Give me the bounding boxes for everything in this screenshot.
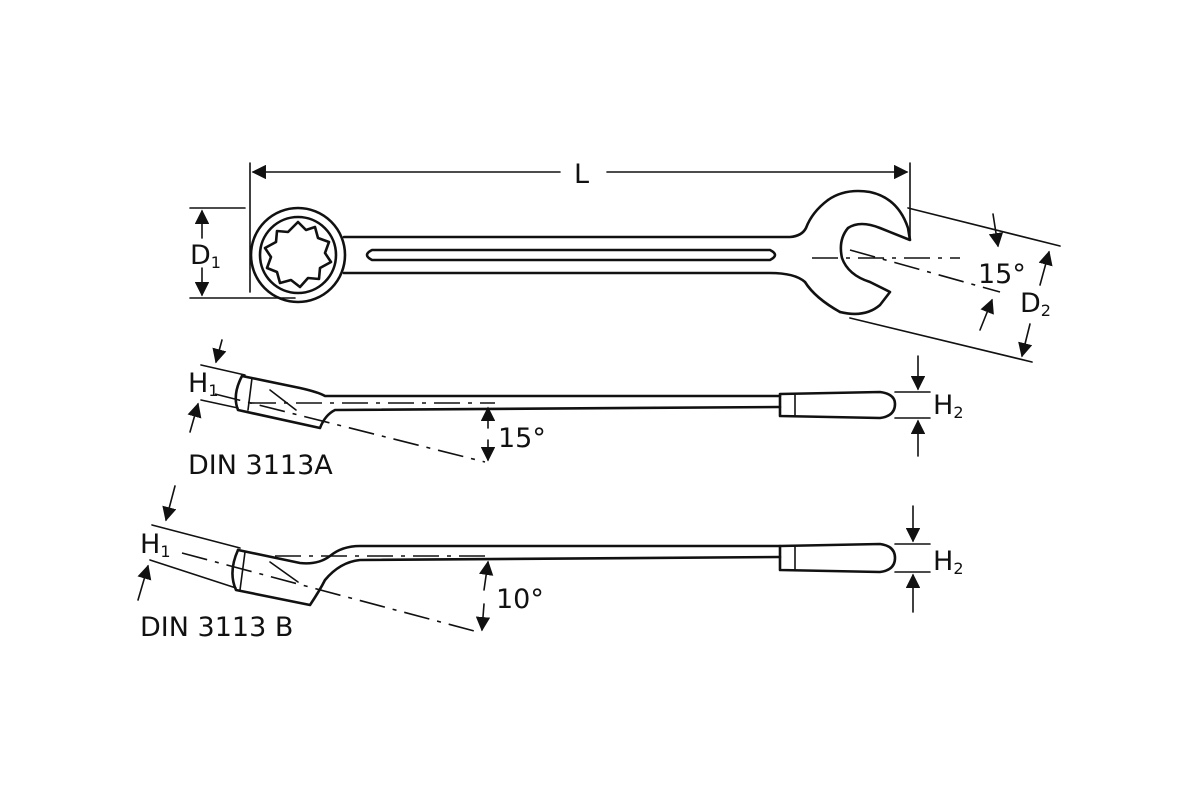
offset-axis-a bbox=[214, 393, 486, 463]
ring-edge-a bbox=[247, 377, 253, 411]
h1-label-a: H1 bbox=[188, 368, 219, 400]
h1-arrow-bottom-a bbox=[187, 402, 202, 433]
h1-ext-bottom-a bbox=[200, 399, 239, 409]
angle-arrow-bottom-b bbox=[475, 603, 491, 632]
h1-arrow-top-b bbox=[162, 485, 177, 522]
d2-extension-bottom bbox=[849, 317, 1033, 363]
standard-label-a: DIN 3113A bbox=[188, 450, 333, 481]
angle-arrow-top-b bbox=[479, 560, 494, 591]
center-mark-b bbox=[269, 561, 299, 583]
wrench-top-view: L D1 15° D2 bbox=[189, 159, 1061, 363]
length-label: L bbox=[574, 159, 589, 190]
h1-label-b: H1 bbox=[140, 529, 171, 561]
center-mark-a bbox=[269, 389, 297, 411]
offset-ring-head-b bbox=[231, 548, 782, 607]
d1-label: D1 bbox=[190, 240, 221, 272]
wrench-side-view-din3113a: H1 15° H2 DIN 3113A bbox=[187, 339, 964, 481]
h1-ext-top-b bbox=[151, 524, 241, 549]
wrench-side-view-din3113b: H1 10° H2 DIN 3113 B bbox=[137, 485, 964, 643]
standard-label-b: DIN 3113 B bbox=[140, 612, 293, 643]
offset-axis-b bbox=[181, 552, 479, 633]
handle-top-edge bbox=[342, 198, 830, 239]
h2-label-a: H2 bbox=[933, 390, 964, 422]
shank-top-edge-b bbox=[236, 544, 782, 565]
ring-edge-b bbox=[239, 551, 246, 591]
ring-bi-hex bbox=[263, 220, 333, 289]
jaw-angle-line bbox=[849, 249, 1001, 293]
shank-top-edge-a bbox=[240, 374, 782, 398]
h1-ext-bottom-b bbox=[149, 559, 237, 589]
flat-jaw-end-a bbox=[778, 390, 897, 420]
handle-groove bbox=[365, 248, 777, 262]
angle-label-a: 15° bbox=[498, 423, 546, 454]
flat-jaw-end-b bbox=[778, 542, 897, 574]
h1-ext-top-a bbox=[200, 364, 246, 376]
angle-arrow-bottom bbox=[979, 298, 994, 331]
d2-extension-top bbox=[907, 207, 1061, 247]
ring-head-outer bbox=[249, 206, 347, 304]
h1-arrow-bottom-b bbox=[137, 564, 152, 601]
open-jaw-head bbox=[826, 189, 912, 316]
d2-arrow-bottom bbox=[1018, 323, 1033, 358]
d2-label: D2 bbox=[1020, 288, 1051, 320]
offset-ring-head-a bbox=[234, 374, 782, 430]
angle-label-b: 10° bbox=[496, 584, 544, 615]
handle-bottom-edge bbox=[342, 271, 842, 314]
jaw-angle-label: 15° bbox=[978, 259, 1026, 290]
ring-head-inner bbox=[258, 215, 338, 295]
h1-arrow-top-a bbox=[212, 339, 227, 364]
d2-arrow-top bbox=[1038, 250, 1053, 286]
h2-label-b: H2 bbox=[933, 546, 964, 578]
